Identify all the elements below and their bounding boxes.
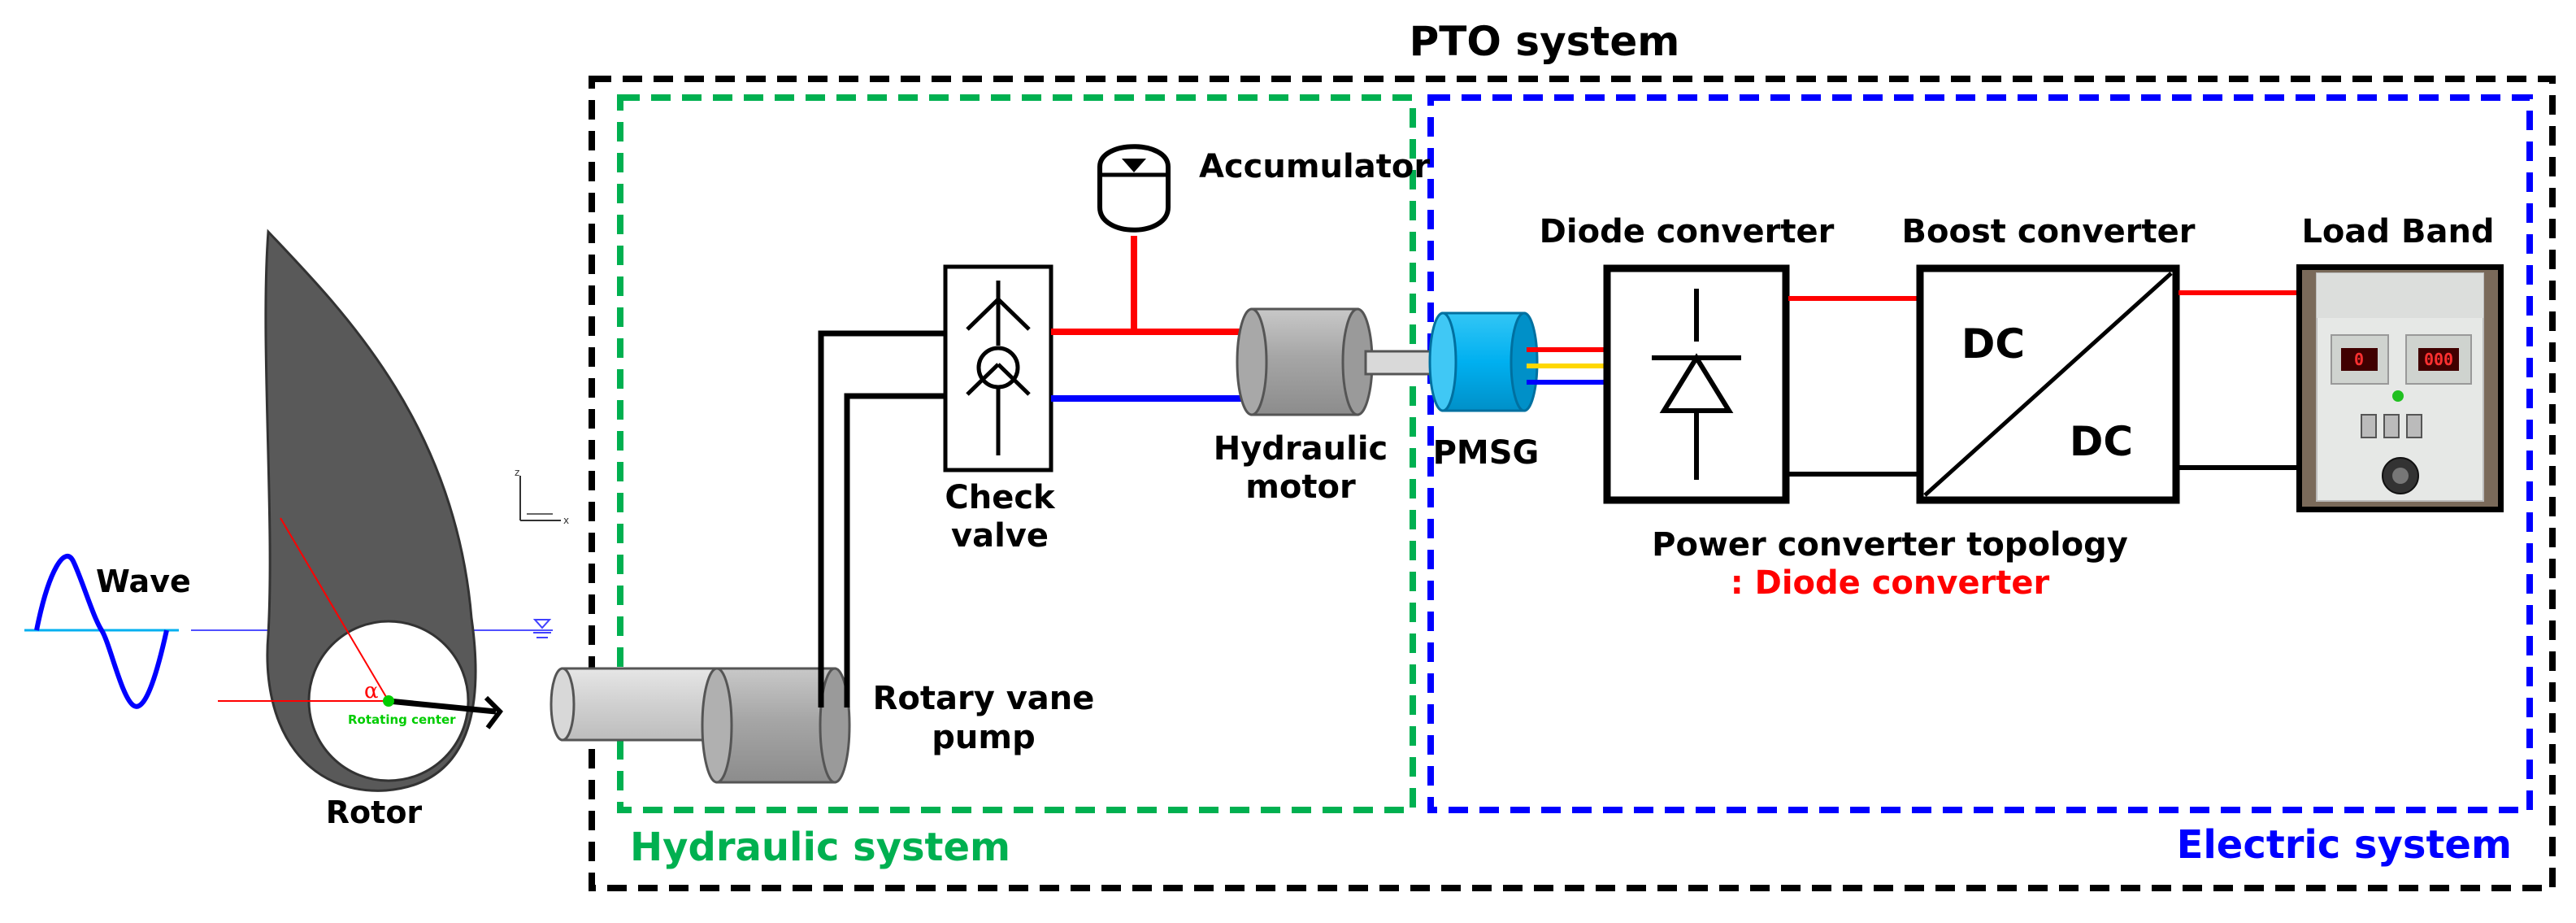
load-display-1: 0	[2354, 350, 2364, 369]
diagram-title: PTO system	[1410, 18, 1680, 65]
rotor-label: Rotor	[326, 795, 423, 830]
load-display-2: 000	[2424, 350, 2453, 369]
rotary-vane-pump-label-line1: Rotary vane	[873, 680, 1095, 717]
hydraulic-hoses	[818, 330, 945, 707]
wave-symbol	[24, 554, 179, 709]
boost-converter-label: Boost converter	[1902, 213, 2196, 250]
topology-title: Power converter topology	[1652, 526, 2128, 564]
wave-label: Wave	[96, 564, 191, 599]
check-valve	[943, 264, 1053, 472]
boost-converter	[1916, 264, 2180, 504]
rotary-vane-pump	[550, 667, 851, 784]
diode-converter-label: Diode converter	[1540, 213, 1835, 250]
check-valve-label-line2: valve	[951, 517, 1049, 555]
hydraulic-motor-label-line2: motor	[1245, 468, 1356, 506]
accumulator-label: Accumulator	[1199, 148, 1430, 185]
rotary-vane-pump-label-line2: pump	[932, 719, 1035, 756]
pmsg-label: PMSG	[1433, 434, 1540, 472]
boost-converter-dc-output: DC	[2070, 418, 2133, 465]
pto-system-boundary	[589, 76, 2556, 891]
hydraulic-system-boundary	[617, 94, 1416, 813]
check-valve-label-line1: Check	[945, 479, 1056, 516]
diode-converter	[1603, 264, 1790, 504]
rotating-center-label: Rotating center	[348, 712, 456, 727]
boost-converter-dc-input: DC	[1961, 320, 2025, 368]
pmsg-generator	[1428, 311, 1539, 412]
load-band-device	[2296, 264, 2504, 512]
electric-system-label: Electric system	[2177, 822, 2512, 868]
hydraulic-motor-label-line1: Hydraulic	[1214, 430, 1388, 468]
load-band-label: Load Band	[2301, 213, 2494, 250]
hydraulic-system-label: Hydraulic system	[630, 825, 1010, 870]
axis-z-label: z	[515, 467, 519, 478]
electric-system-boundary	[1427, 94, 2533, 813]
topology-value: : Diode converter	[1731, 564, 2050, 602]
axis-x-label: x	[563, 515, 569, 526]
water-level-icon	[532, 619, 552, 638]
rotor	[218, 229, 503, 792]
accumulator	[1097, 144, 1171, 233]
axis-icon	[519, 476, 561, 521]
rotor-angle-label: α	[364, 679, 379, 703]
three-phase-wires	[1527, 347, 1605, 385]
